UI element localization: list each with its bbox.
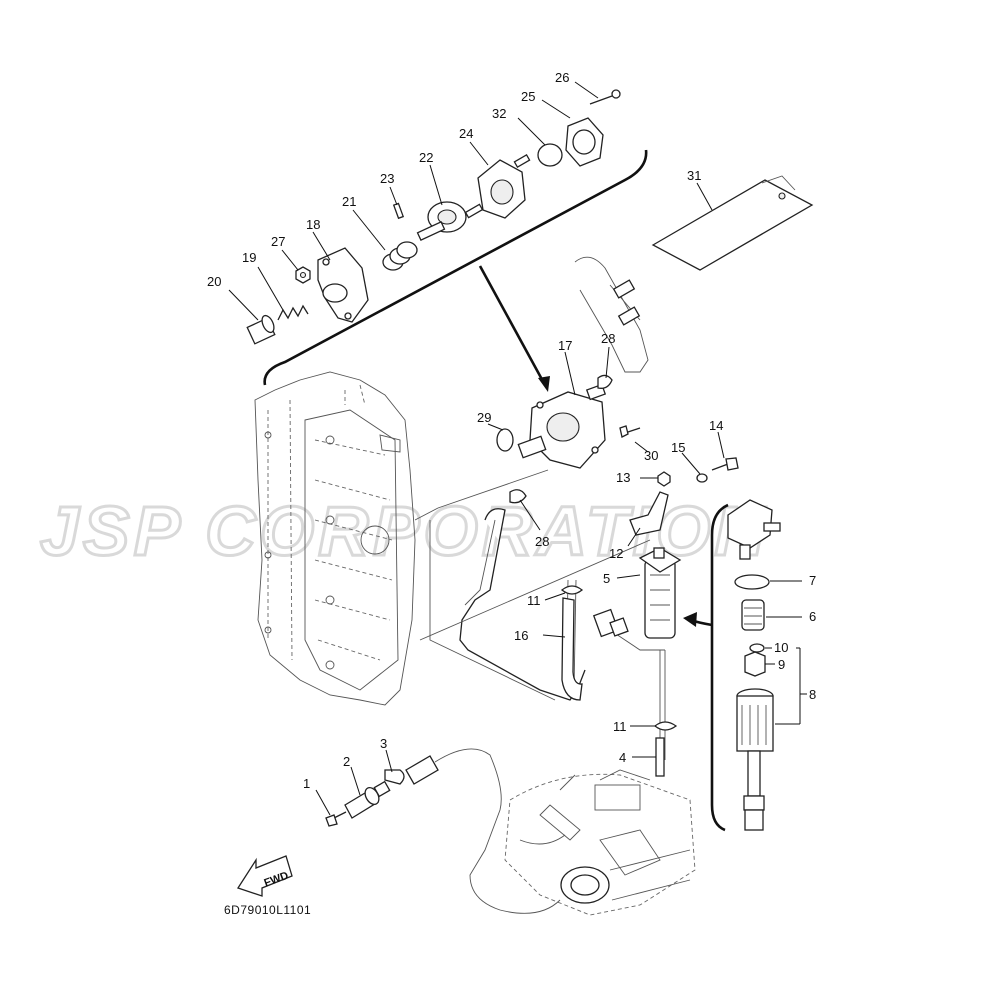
part-25-cover	[565, 117, 604, 167]
label-part-32: 32	[492, 106, 506, 121]
label-part-21: 21	[342, 194, 356, 209]
label-part-12: 12	[609, 546, 623, 561]
part-8-filter-cup	[736, 688, 774, 831]
part-24-pump-body	[464, 154, 531, 219]
label-part-28-top: 28	[601, 331, 615, 346]
label-part-2: 2	[343, 754, 350, 769]
part-5-connector	[592, 608, 629, 638]
part-6-filter-element	[741, 599, 765, 631]
part-13-nut	[657, 471, 671, 487]
part-28-clip-top	[597, 374, 613, 389]
part-18-pump-cover	[317, 247, 369, 323]
part-26-screw	[589, 89, 621, 105]
part-21-spring	[382, 241, 418, 271]
label-part-25: 25	[521, 89, 535, 104]
exploded-arrow-shaft	[478, 265, 547, 386]
part-10-clip	[749, 643, 765, 653]
label-part-6: 6	[809, 609, 816, 624]
part-32-gasket	[537, 143, 563, 167]
label-part-11-lower: 11	[613, 719, 627, 734]
filter-head	[727, 499, 781, 560]
label-part-28-bottom: 28	[535, 534, 549, 549]
part-1-bolt	[325, 811, 347, 827]
label-part-3: 3	[380, 736, 387, 751]
part-15-washer	[696, 473, 708, 483]
part-5-fuel-filter	[638, 547, 682, 639]
part-28-clip-bottom	[509, 489, 527, 504]
label-part-7: 7	[809, 573, 816, 588]
part-9-float	[744, 651, 766, 677]
label-part-10: 10	[774, 640, 788, 655]
label-part-27: 27	[271, 234, 285, 249]
label-part-20: 20	[207, 274, 221, 289]
part-4-hose	[655, 737, 665, 777]
label-part-23: 23	[380, 171, 394, 186]
part-22-diaphragm	[416, 201, 467, 241]
label-part-18: 18	[306, 217, 320, 232]
label-part-15: 15	[671, 440, 685, 455]
label-part-17: 17	[558, 338, 572, 353]
fwd-arrow: FWD	[237, 855, 293, 897]
exploded-bracket-right	[710, 503, 729, 832]
fuel-lines	[414, 469, 666, 760]
label-part-31: 31	[687, 168, 701, 183]
label-part-5: 5	[603, 571, 610, 586]
exploded-arrow-head	[538, 376, 550, 392]
label-part-4: 4	[619, 750, 626, 765]
label-part-29: 29	[477, 410, 491, 425]
fuel-hose-lower	[405, 748, 561, 914]
label-part-11-upper: 11	[527, 593, 541, 608]
part-23-pin	[392, 202, 405, 220]
diagram-code: 6D79010L1101	[224, 903, 311, 917]
label-part-26: 26	[555, 70, 569, 85]
part-31-pouch	[651, 175, 814, 271]
part-labels: 20 19 27 18 21 23 22 24 32 25 26 31 17 2…	[207, 70, 816, 791]
hose-ghost-top	[574, 256, 649, 373]
label-part-16: 16	[514, 628, 528, 643]
label-part-19: 19	[242, 250, 256, 265]
part-11-clip-upper	[560, 585, 584, 595]
lower-cowling-ghost	[504, 769, 696, 916]
part-14-bolt	[711, 457, 739, 471]
label-part-14: 14	[709, 418, 723, 433]
exploded-bracket-top	[263, 149, 648, 386]
part-2-joint	[344, 780, 391, 819]
part-30-bolt	[619, 425, 641, 438]
part-12-bracket	[629, 491, 669, 536]
part-20-piston	[246, 314, 276, 345]
part-3-clip	[384, 769, 405, 785]
label-part-9: 9	[778, 657, 785, 672]
part-7-o-ring	[734, 574, 770, 590]
part-19-spring	[277, 304, 309, 321]
leader-lines	[228, 81, 807, 816]
part-11-clip-lower	[653, 721, 678, 731]
label-part-1: 1	[303, 776, 310, 791]
part-29-o-ring	[496, 428, 514, 452]
label-part-22: 22	[419, 150, 433, 165]
engine-block-ghost	[254, 371, 416, 706]
label-part-24: 24	[459, 126, 473, 141]
exploded-arrow-right-head	[683, 612, 697, 627]
label-part-8: 8	[809, 687, 816, 702]
label-part-13: 13	[616, 470, 630, 485]
part-27-nut	[295, 266, 311, 284]
part-16-hose	[561, 597, 583, 701]
part-17-fuel-pump	[517, 383, 607, 469]
label-part-30: 30	[644, 448, 658, 463]
